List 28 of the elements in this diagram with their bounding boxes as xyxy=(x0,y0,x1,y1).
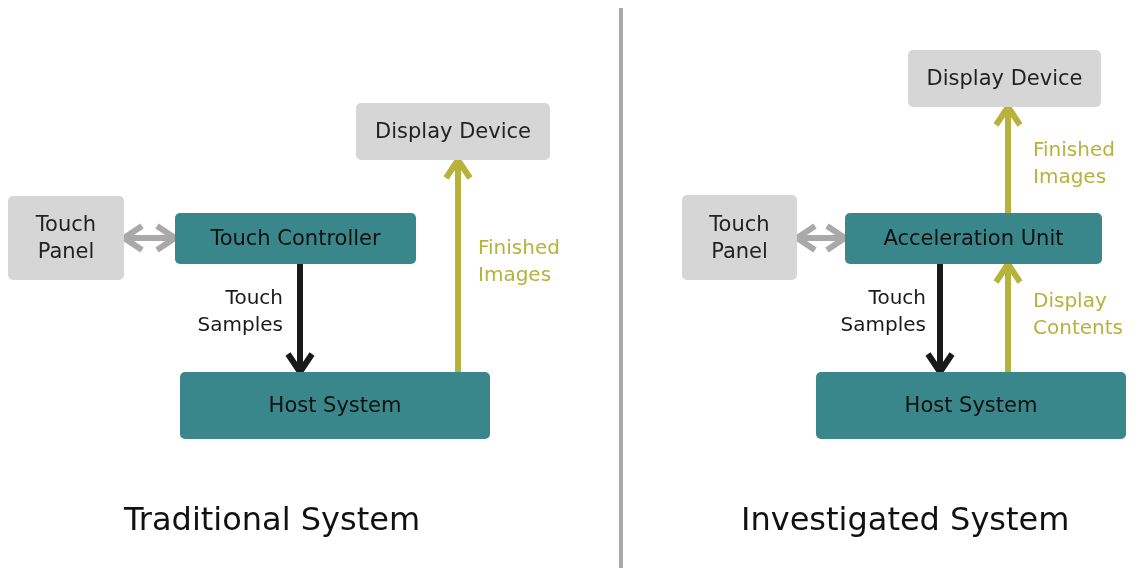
device-box xyxy=(908,50,1101,107)
box-label: Touch Panel xyxy=(34,211,98,265)
box-label: Display Device xyxy=(926,65,1083,92)
device-box xyxy=(682,195,797,280)
arrow xyxy=(993,104,1023,213)
arrow xyxy=(443,157,473,372)
device-box xyxy=(8,196,124,280)
box-label: Acceleration Unit xyxy=(883,225,1064,252)
system-caption: Investigated System xyxy=(741,500,1070,538)
box-label: Touch Controller xyxy=(210,225,381,252)
edge-label: Touch Samples xyxy=(196,284,283,338)
arrow xyxy=(925,264,955,375)
box-label: Touch Panel xyxy=(708,210,771,265)
edge-label: Finished Images xyxy=(1033,136,1116,190)
box-label: Host System xyxy=(268,392,402,419)
process-box xyxy=(175,213,416,264)
box-label: Host System xyxy=(904,392,1038,419)
edge-label: Display Contents xyxy=(1033,287,1124,341)
process-box xyxy=(180,372,490,439)
device-box xyxy=(356,103,550,160)
edge-label: Touch Samples xyxy=(839,284,926,338)
arrow xyxy=(285,264,315,375)
process-box xyxy=(816,372,1126,439)
process-box xyxy=(845,213,1102,264)
edge-label: Finished Images xyxy=(478,234,561,288)
system-caption: Traditional System xyxy=(124,500,421,538)
box-label: Display Device xyxy=(375,118,531,145)
arrow xyxy=(993,261,1023,372)
